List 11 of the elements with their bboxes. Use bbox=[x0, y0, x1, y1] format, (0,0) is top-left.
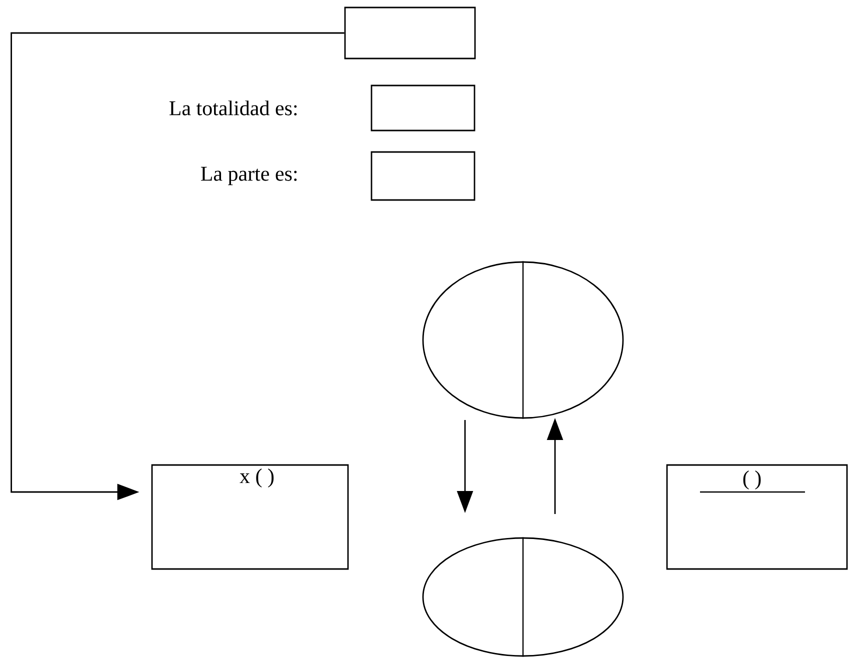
answer-box bbox=[370, 84, 476, 132]
prompt-label: La totalidad es: bbox=[169, 100, 297, 116]
answer-box bbox=[151, 464, 349, 570]
split-ellipse bbox=[422, 537, 624, 657]
answer-box bbox=[666, 464, 848, 570]
prompt-label: La parte es: bbox=[200, 166, 297, 186]
answer-box bbox=[370, 151, 476, 201]
fraction-blank: ( ) bbox=[700, 470, 805, 493]
node-text: x ( ) bbox=[240, 468, 274, 488]
answer-box bbox=[344, 6, 476, 60]
split-ellipse bbox=[422, 261, 624, 419]
